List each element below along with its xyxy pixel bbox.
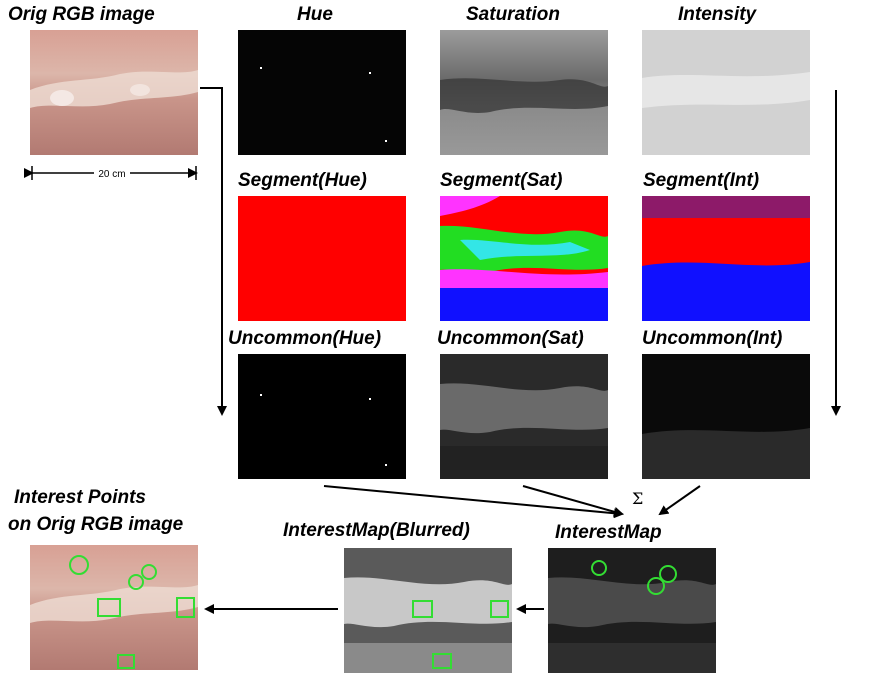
uncommon-int-image: [642, 354, 810, 479]
blurred-square-marker: [490, 600, 509, 618]
interest-square-marker: [117, 654, 135, 669]
blurred-square-marker: [412, 600, 433, 618]
interest-map-blurred-image: [344, 548, 512, 673]
interest-circle-marker: [141, 564, 157, 580]
label-intensity: Intensity: [678, 4, 757, 25]
map-circle-marker: [647, 577, 665, 595]
arrow-unc-int-to-sum: [658, 485, 701, 516]
uncommon-sat-image: [440, 354, 608, 479]
interest-points-image: [30, 545, 198, 670]
label-orig-rgb: Orig RGB image: [8, 4, 155, 25]
sum-icon: Σ: [632, 489, 643, 508]
label-interest-points: Interest Points: [14, 487, 146, 508]
label-interest-map: InterestMap: [555, 522, 662, 543]
label-segment-int: Segment(Int): [643, 170, 760, 191]
interest-circle-marker: [128, 574, 144, 590]
label-interest-map-blurred: InterestMap(Blurred): [283, 520, 470, 541]
label-uncommon-hue: Uncommon(Hue): [228, 328, 382, 349]
map-circle-marker: [659, 565, 677, 583]
interest-square-marker: [97, 598, 121, 617]
arrow-unc-sat-to-sum: [522, 485, 624, 517]
blurred-square-marker: [432, 653, 452, 669]
scale-bar: 20 cm: [24, 166, 198, 180]
uncommon-hue-image: [238, 354, 406, 479]
label-segment-sat: Segment(Sat): [440, 170, 563, 191]
segment-int-image: [642, 196, 810, 321]
label-segment-hue: Segment(Hue): [238, 170, 367, 191]
label-hue: Hue: [297, 4, 333, 25]
scale-label: 20 cm: [98, 169, 125, 180]
orig-rgb-image: [30, 30, 198, 155]
interest-map-image: [548, 548, 716, 673]
label-interest-points-sub: on Orig RGB image: [8, 514, 184, 535]
hue-image: [238, 30, 406, 155]
map-circle-marker: [591, 560, 607, 576]
arrow-orig-to-uncommon: [200, 87, 227, 416]
segment-hue-image: [238, 196, 406, 321]
label-uncommon-int: Uncommon(Int): [642, 328, 783, 349]
saturation-image: [440, 30, 608, 155]
interest-circle-marker: [69, 555, 89, 575]
label-saturation: Saturation: [466, 4, 560, 25]
segment-sat-image: [440, 196, 608, 321]
intensity-image: [642, 30, 810, 155]
arrow-unc-hue-to-sum: [323, 485, 624, 519]
interest-square-marker: [176, 597, 195, 618]
label-uncommon-sat: Uncommon(Sat): [437, 328, 584, 349]
